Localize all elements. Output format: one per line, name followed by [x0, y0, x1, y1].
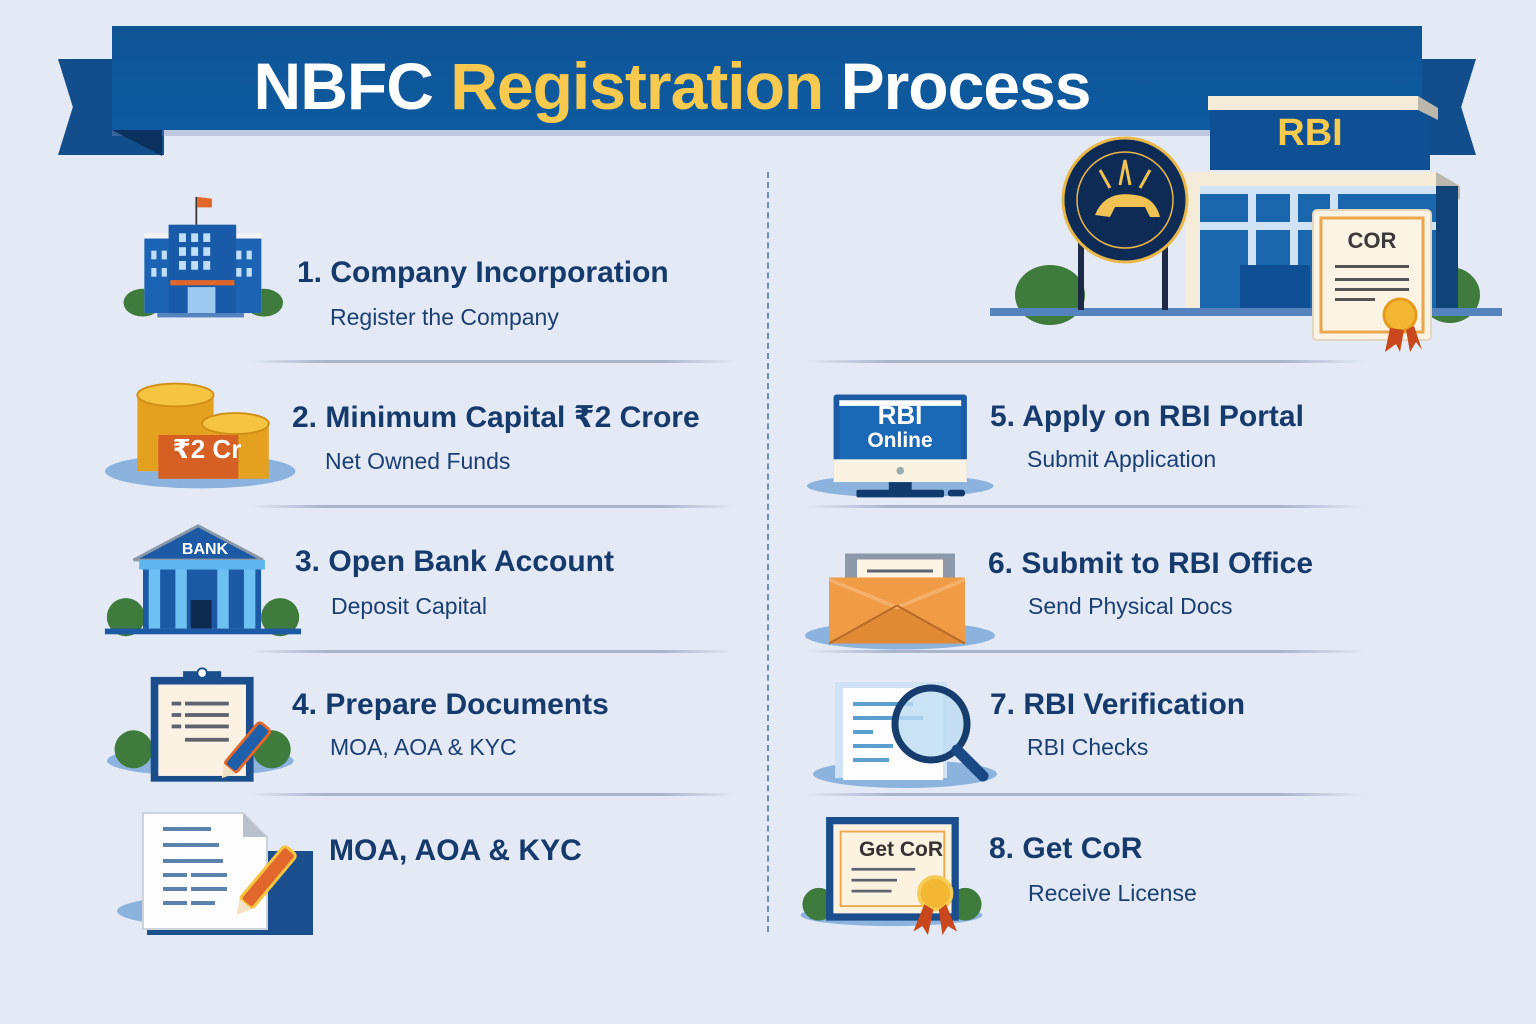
- step-8-title: 8. Get CoR: [989, 832, 1143, 865]
- step-8-subtitle: Receive License: [1028, 880, 1197, 906]
- step-4-title: 4. Prepare Documents: [292, 688, 609, 721]
- step-1-title: 1. Company Incorporation: [297, 256, 669, 289]
- row-divider: [805, 505, 1365, 508]
- capital-badge: ₹2 Cr: [172, 434, 242, 464]
- row-divider: [250, 505, 735, 508]
- column-divider: [767, 172, 769, 932]
- step-5: RBI Online 5. Apply on RBI Portal Submit…: [805, 380, 1405, 500]
- step-6-subtitle: Send Physical Docs: [1028, 593, 1233, 619]
- computer-icon: [806, 394, 994, 498]
- office-building-icon: [123, 196, 283, 318]
- bank-label: BANK: [181, 541, 229, 558]
- step-4-subtitle: MOA, AOA & KYC: [330, 734, 517, 760]
- bank-icon: [104, 524, 302, 637]
- step-1: 1. Company Incorporation Register the Co…: [105, 190, 735, 350]
- title-word-process: Process: [840, 49, 1092, 123]
- row-divider: [250, 793, 735, 796]
- step-2-subtitle: Net Owned Funds: [325, 448, 511, 474]
- title-banner: NBFC Registration Process: [112, 26, 1422, 130]
- step-3-subtitle: Deposit Capital: [331, 593, 487, 619]
- row-divider: [250, 650, 735, 653]
- step-7-subtitle: RBI Checks: [1027, 734, 1149, 760]
- documents-title: MOA, AOA & KYC: [329, 834, 582, 867]
- rbi-building-icon: COR: [990, 96, 1502, 352]
- step-7: 7. RBI Verification RBI Checks: [805, 670, 1405, 790]
- page-title: NBFC Registration Process: [0, 48, 1422, 124]
- step-5-subtitle: Submit Application: [1027, 446, 1217, 472]
- document-folder-icon: [117, 812, 313, 935]
- certificate-icon: [800, 817, 983, 936]
- portal-screen-online: Online: [867, 429, 933, 452]
- title-word-registration: Registration: [450, 49, 824, 123]
- portal-screen-rbi: RBI: [877, 400, 923, 430]
- step-5-title: 5. Apply on RBI Portal: [990, 400, 1304, 433]
- documents-item: MOA, AOA & KYC: [115, 810, 735, 940]
- clipboard-icon: [106, 667, 294, 782]
- magnifier-document-icon: [813, 682, 997, 788]
- row-divider: [805, 360, 1365, 363]
- step-2: ₹2 Cr 2. Minimum Capital ₹2 Crore Net Ow…: [105, 370, 735, 500]
- rbi-building-illustration: COR RBI: [990, 90, 1510, 355]
- cor-label: COR: [1348, 228, 1397, 253]
- envelope-icon: [805, 553, 995, 650]
- step-7-title: 7. RBI Verification: [990, 688, 1246, 721]
- title-word-nbfc: NBFC: [253, 49, 434, 123]
- step-3-title: 3. Open Bank Account: [295, 545, 614, 578]
- step-6-title: 6. Submit to RBI Office: [988, 547, 1314, 580]
- certificate-label: Get CoR: [859, 838, 943, 861]
- step-2-title: 2. Minimum Capital ₹2 Crore: [292, 401, 700, 434]
- step-1-subtitle: Register the Company: [330, 304, 559, 330]
- coin-stack-icon: [105, 382, 296, 489]
- step-6: 6. Submit to RBI Office Send Physical Do…: [805, 535, 1405, 650]
- step-8: Get CoR 8. Get CoR Receive License: [797, 812, 1397, 952]
- row-divider: [250, 360, 735, 363]
- rbi-sign: RBI: [1277, 112, 1343, 154]
- step-3: BANK 3. Open Bank Account Deposit Capita…: [103, 515, 733, 640]
- step-4: 4. Prepare Documents MOA, AOA & KYC: [105, 660, 735, 785]
- row-divider: [805, 650, 1365, 653]
- row-divider: [805, 793, 1365, 796]
- portal-screen-text: RBI Online: [845, 402, 955, 454]
